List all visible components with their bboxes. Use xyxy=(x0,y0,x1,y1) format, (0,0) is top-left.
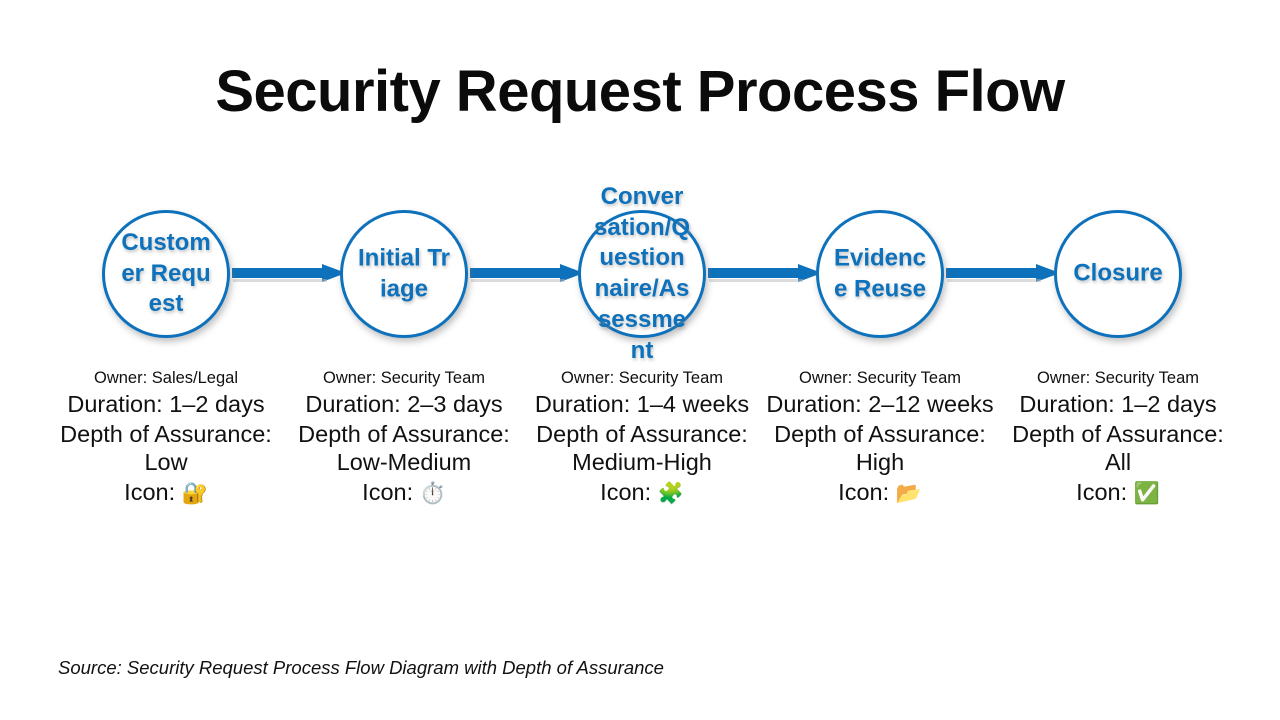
flow-arrow-2 xyxy=(470,262,584,284)
flow-arrow-3 xyxy=(708,262,822,284)
node-icon-label: Icon: xyxy=(600,479,652,506)
node-caption: Owner: Security Team Duration: 1–4 weeks… xyxy=(524,368,760,507)
node-circle[interactable] xyxy=(102,210,230,338)
node-duration: Duration: 1–2 days xyxy=(1019,391,1217,418)
node-icon-label: Icon: xyxy=(362,479,414,506)
node-circle[interactable] xyxy=(1054,210,1182,338)
node-circle[interactable] xyxy=(340,210,468,338)
flow-node-closure[interactable]: Closure Owner: Security Team Duration: 1… xyxy=(1000,190,1236,610)
node-icon-label: Icon: xyxy=(124,479,176,506)
node-duration: Duration: 1–2 days xyxy=(67,391,265,418)
node-circle[interactable] xyxy=(816,210,944,338)
node-duration: Duration: 2–3 days xyxy=(305,391,503,418)
node-owner: Owner: Sales/Legal xyxy=(94,369,238,387)
node-caption: Owner: Security Team Duration: 2–3 days … xyxy=(286,368,522,507)
check-mark-button-icon: ✅ xyxy=(1133,481,1160,506)
flow-node-customer-request[interactable]: Customer Request Owner: Sales/Legal Dura… xyxy=(48,190,284,610)
open-folder-icon: 📂 xyxy=(895,481,922,506)
source-note: Source: Security Request Process Flow Di… xyxy=(58,657,664,678)
node-depth-of-assurance: Depth of Assurance: Low xyxy=(60,420,272,476)
flow-arrow-4 xyxy=(946,262,1060,284)
node-owner: Owner: Security Team xyxy=(560,369,723,387)
node-caption: Owner: Security Team Duration: 1–2 days … xyxy=(1000,368,1236,507)
node-owner: Owner: Security Team xyxy=(798,369,961,387)
node-owner: Owner: Security Team xyxy=(322,369,485,387)
node-duration: Duration: 2–12 weeks xyxy=(766,391,994,418)
node-icon-label: Icon: xyxy=(1076,479,1128,506)
flow-node-initial-triage[interactable]: Initial Triage Owner: Security Team Dura… xyxy=(286,190,522,610)
node-caption: Owner: Sales/Legal Duration: 1–2 days De… xyxy=(48,368,284,507)
locked-with-key-icon: 🔐 xyxy=(181,481,208,506)
stopwatch-icon: ⏱️ xyxy=(419,481,446,506)
node-icon-row: Icon: ✅ xyxy=(1000,478,1236,507)
flow-node-conversation-questionnaire-assessment[interactable]: Owner: Security Team Duration: 1–4 weeks… xyxy=(524,183,760,610)
flow-arrow-1 xyxy=(232,262,346,284)
node-icon-row: Icon: 🔐 xyxy=(48,478,284,507)
node-depth-of-assurance: Depth of Assurance: Low-Medium xyxy=(298,420,510,476)
node-depth-of-assurance: Depth of Assurance: High xyxy=(774,420,986,476)
puzzle-piece-icon: 🧩 xyxy=(657,481,684,506)
page-title: Security Request Process Flow xyxy=(215,59,1065,124)
node-icon-row: Icon: 📂 xyxy=(762,478,998,507)
node-duration: Duration: 1–4 weeks xyxy=(534,391,750,418)
node-caption: Owner: Security Team Duration: 2–12 week… xyxy=(762,368,998,507)
node-circle[interactable] xyxy=(578,210,706,338)
node-icon-label: Icon: xyxy=(838,479,890,506)
node-icon-row: Icon: ⏱️ xyxy=(286,478,522,507)
node-depth-of-assurance: Depth of Assurance: Medium-High xyxy=(536,420,748,476)
node-owner: Owner: Security Team xyxy=(1036,369,1199,387)
node-depth-of-assurance: Depth of Assurance: All xyxy=(1012,420,1224,476)
flow-node-evidence-reuse[interactable]: Evidence Reuse Owner: Security Team Dura… xyxy=(762,190,998,610)
node-icon-row: Icon: 🧩 xyxy=(524,478,760,507)
